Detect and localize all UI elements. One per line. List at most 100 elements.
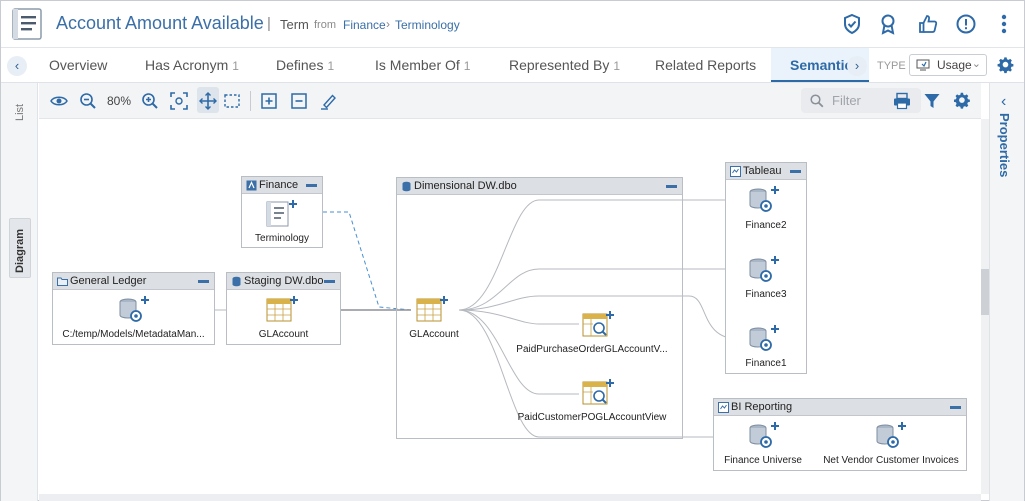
toolbar-divider: [250, 91, 251, 111]
alert-icon[interactable]: [955, 13, 977, 35]
staging-dw-header[interactable]: Staging DW.dbo: [227, 273, 340, 290]
finance-group[interactable]: Finance Terminology: [241, 176, 323, 248]
dimensional-glaccount-label[interactable]: GLAccount: [409, 329, 459, 340]
award-icon[interactable]: [877, 13, 899, 35]
collapse-icon[interactable]: [790, 170, 801, 173]
breadcrumb-terminology[interactable]: Terminology: [395, 18, 460, 32]
more-vertical-icon[interactable]: [993, 13, 1015, 35]
select-marquee-icon[interactable]: [223, 92, 241, 110]
collapse-icon[interactable]: [666, 185, 677, 188]
finance1-node-label[interactable]: Finance1: [745, 358, 787, 369]
diagram-canvas[interactable]: Finance Terminology General Ledger: [39, 119, 981, 494]
zoom-out-icon[interactable]: [79, 92, 97, 110]
diagram-settings-icon[interactable]: [953, 92, 971, 110]
list-view-tab[interactable]: List: [14, 103, 26, 121]
term-node-icon[interactable]: [264, 199, 298, 229]
database-icon: [402, 181, 411, 192]
diagram-view-tab-box[interactable]: [9, 218, 31, 278]
thumbs-up-icon[interactable]: [917, 13, 939, 35]
report-node-icon[interactable]: [873, 421, 907, 451]
properties-panel-collapsed: ‹: [989, 83, 1024, 501]
dimensional-dw-header[interactable]: Dimensional DW.dbo: [397, 178, 682, 195]
tableau-group[interactable]: Tableau Finance2 Finance3: [725, 162, 807, 374]
finance-universe-node-label[interactable]: Finance Universe: [724, 455, 802, 466]
report-server-icon: [730, 166, 741, 177]
general-ledger-title: General Ledger: [70, 275, 147, 287]
tabs-scroll-right-icon[interactable]: ›: [847, 56, 867, 76]
bi-reporting-header[interactable]: BI Reporting: [714, 399, 966, 416]
collapse-icon[interactable]: [198, 280, 209, 283]
vertical-scrollbar-thumb[interactable]: [981, 269, 989, 315]
horizontal-scrollbar[interactable]: [39, 494, 981, 501]
table-node-icon[interactable]: [265, 295, 299, 325]
filter-funnel-icon[interactable]: [923, 92, 941, 110]
tab-overview[interactable]: Overview: [49, 57, 108, 73]
type-label: TYPE: [877, 60, 906, 72]
finance-group-header[interactable]: Finance: [242, 177, 322, 194]
diagram-view-tab[interactable]: Diagram: [14, 228, 26, 273]
page-title: Account Amount Available: [56, 13, 264, 33]
expand-properties-icon[interactable]: ‹: [1001, 93, 1007, 110]
report-server-icon: [718, 402, 729, 413]
report-node-icon[interactable]: [746, 255, 780, 285]
terminology-node-label[interactable]: Terminology: [255, 233, 309, 244]
dimensional-dw-group[interactable]: Dimensional DW.dbo GLAccount PaidPurchas…: [396, 177, 683, 439]
view-eye-icon[interactable]: [50, 92, 68, 110]
type-select-value: Usage: [937, 58, 972, 72]
breadcrumb-finance[interactable]: Finance: [343, 18, 386, 32]
table-node-icon[interactable]: [415, 295, 449, 325]
tabs-scroll-left-icon[interactable]: ‹: [7, 56, 27, 76]
certify-icon[interactable]: [841, 13, 863, 35]
fit-to-screen-icon[interactable]: [170, 92, 188, 110]
report-node-icon[interactable]: [746, 421, 780, 451]
general-ledger-header[interactable]: General Ledger: [53, 273, 214, 290]
diagram-toolbar: 80%: [39, 83, 981, 119]
paid-purchase-order-view-label[interactable]: PaidPurchaseOrderGLAccountV...: [516, 344, 668, 355]
tableau-title: Tableau: [743, 165, 782, 177]
model-node-icon[interactable]: [116, 295, 150, 325]
print-icon[interactable]: [893, 92, 911, 110]
general-ledger-group[interactable]: General Ledger C:/temp/Models/MetadataMa…: [52, 272, 215, 345]
database-icon: [232, 276, 241, 287]
title-separator: |: [267, 15, 271, 32]
tab-semantic[interactable]: Semantic: [790, 57, 853, 73]
staging-dw-group[interactable]: Staging DW.dbo GLAccount: [226, 272, 341, 345]
collapse-icon[interactable]: [306, 184, 317, 187]
paid-customer-po-view-label[interactable]: PaidCustomerPOGLAccountView: [517, 412, 667, 423]
tab-related-reports[interactable]: Related Reports: [655, 57, 757, 73]
finance3-node-label[interactable]: Finance3: [745, 289, 787, 300]
dimensional-dw-title: Dimensional DW.dbo: [414, 180, 517, 192]
view-node-icon[interactable]: [581, 310, 615, 340]
view-node-icon[interactable]: [581, 378, 615, 408]
properties-tab[interactable]: Properties: [997, 113, 1012, 178]
collapse-all-icon[interactable]: [290, 92, 308, 110]
general-ledger-node-label[interactable]: C:/temp/Models/MetadataMan...: [62, 329, 205, 340]
report-node-icon[interactable]: [746, 324, 780, 354]
report-node-icon[interactable]: [746, 185, 780, 215]
staging-glaccount-label[interactable]: GLAccount: [258, 329, 309, 340]
left-view-switcher: List Diagram: [1, 83, 38, 501]
collapse-icon[interactable]: [950, 406, 961, 409]
net-vendor-invoices-node-label[interactable]: Net Vendor Customer Invoices: [823, 455, 959, 466]
settings-gear-icon[interactable]: [997, 57, 1014, 74]
zoom-in-icon[interactable]: [141, 92, 159, 110]
expand-all-icon[interactable]: [260, 92, 278, 110]
header: Account Amount Available | Term from Fin…: [1, 1, 1024, 48]
glossary-icon: [246, 180, 257, 191]
pan-move-icon[interactable]: [199, 92, 217, 110]
finance2-node-label[interactable]: Finance2: [745, 220, 787, 231]
from-label: from: [314, 19, 336, 31]
bi-reporting-group[interactable]: BI Reporting Finance Universe Net Vendor…: [713, 398, 967, 471]
tableau-header[interactable]: Tableau: [726, 163, 806, 180]
finance-group-title: Finance: [259, 179, 299, 191]
type-select[interactable]: Usage ⌄: [909, 54, 987, 76]
folder-icon: [57, 277, 68, 286]
highlight-pen-icon[interactable]: [320, 92, 338, 110]
zoom-level: 80%: [107, 94, 132, 108]
collapse-icon[interactable]: [324, 280, 335, 283]
